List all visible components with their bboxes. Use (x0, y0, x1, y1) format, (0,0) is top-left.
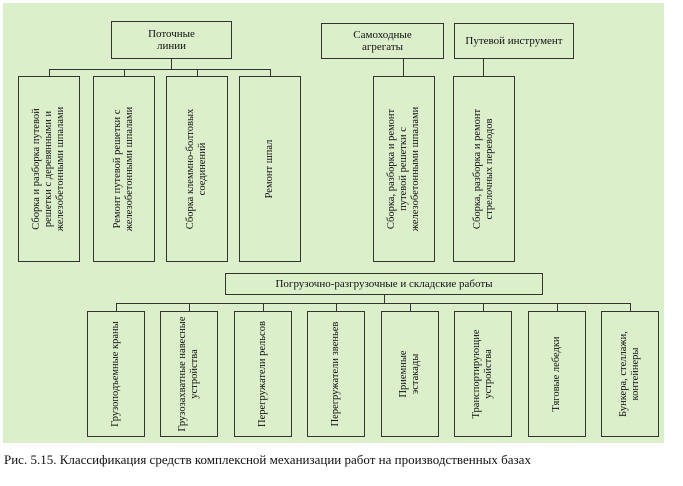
track-tools-box: Путевой инструмент (454, 23, 574, 59)
loading-item-5: Приемные эстакады (381, 311, 439, 437)
connector (171, 59, 172, 69)
connector (124, 69, 125, 76)
loading-works-box: Погрузочно-разгрузочные и складские рабо… (225, 273, 543, 295)
loading-item-5-label: Приемные эстакады (398, 350, 421, 398)
flow-lines-box: Поточные линии (111, 21, 232, 59)
loading-item-2-label: Грузозахватные навесные устройства (177, 316, 200, 432)
flow-item-3: Сборка клеммно-болтовых соединений (166, 76, 228, 262)
track-tools-label: Путевой инструмент (465, 35, 563, 47)
connector (189, 303, 190, 311)
loading-item-1: Грузоподъемные краны (87, 311, 145, 437)
track-tools-item-label: Сборка, разборка и ремонт стрелочных пер… (472, 108, 495, 230)
figure-caption: Рис. 5.15. Классификация средств комплек… (4, 452, 531, 467)
flow-item-2-label: Ремонт путевой решетки с железобетонными… (112, 106, 135, 232)
connector (483, 303, 484, 311)
flow-item-2: Ремонт путевой решетки с железобетонными… (93, 76, 155, 262)
self-propelled-item-label: Сборка, разборка и ремонт путевой решетк… (386, 106, 421, 232)
connector (270, 69, 271, 76)
connector (116, 303, 631, 304)
self-propelled-box: Самоходные агрегаты (321, 23, 444, 59)
loading-works-label: Погрузочно-разгрузочные и складские рабо… (275, 278, 493, 290)
self-propelled-label: Самоходные агрегаты (353, 29, 412, 53)
loading-item-3-label: Перегружатели рельсов (257, 321, 268, 427)
connector (116, 303, 117, 311)
loading-item-1-label: Грузоподъемные краны (110, 321, 121, 427)
connector (197, 69, 198, 76)
connector (630, 303, 631, 311)
self-propelled-item: Сборка, разборка и ремонт путевой решетк… (373, 76, 435, 262)
connector (410, 303, 411, 311)
flow-item-3-label: Сборка клеммно-болтовых соединений (185, 108, 208, 230)
loading-item-6: Транспортирующие устройства (454, 311, 512, 437)
connector (336, 303, 337, 311)
loading-item-6-label: Транспортирующие устройства (471, 329, 494, 419)
loading-item-8: Бункера, стеллажи, контейнеры (601, 311, 659, 437)
diagram-panel: Поточные линии Самоходные агрегаты Путев… (3, 3, 664, 443)
connector (263, 303, 264, 311)
flow-item-4-label: Ремонт шпал (264, 139, 275, 199)
loading-item-4: Перегружатели звеньев (307, 311, 365, 437)
loading-item-4-label: Перегружатели звеньев (330, 321, 341, 427)
connector (384, 295, 385, 303)
flow-item-4: Ремонт шпал (239, 76, 301, 262)
connector (49, 69, 271, 70)
connector (403, 59, 404, 76)
loading-item-8-label: Бункера, стеллажи, контейнеры (618, 331, 641, 417)
connector (557, 303, 558, 311)
flow-item-1: Сборка и разборка путевой решетки с дере… (18, 76, 80, 262)
loading-item-2: Грузозахватные навесные устройства (160, 311, 218, 437)
loading-item-3: Перегружатели рельсов (234, 311, 292, 437)
loading-item-7: Тяговые лебедки (528, 311, 586, 437)
connector (49, 69, 50, 76)
flow-item-1-label: Сборка и разборка путевой решетки с дере… (31, 106, 66, 232)
track-tools-item: Сборка, разборка и ремонт стрелочных пер… (453, 76, 515, 262)
connector (483, 59, 484, 76)
loading-item-7-label: Тяговые лебедки (551, 336, 562, 412)
flow-lines-label: Поточные линии (148, 28, 195, 52)
